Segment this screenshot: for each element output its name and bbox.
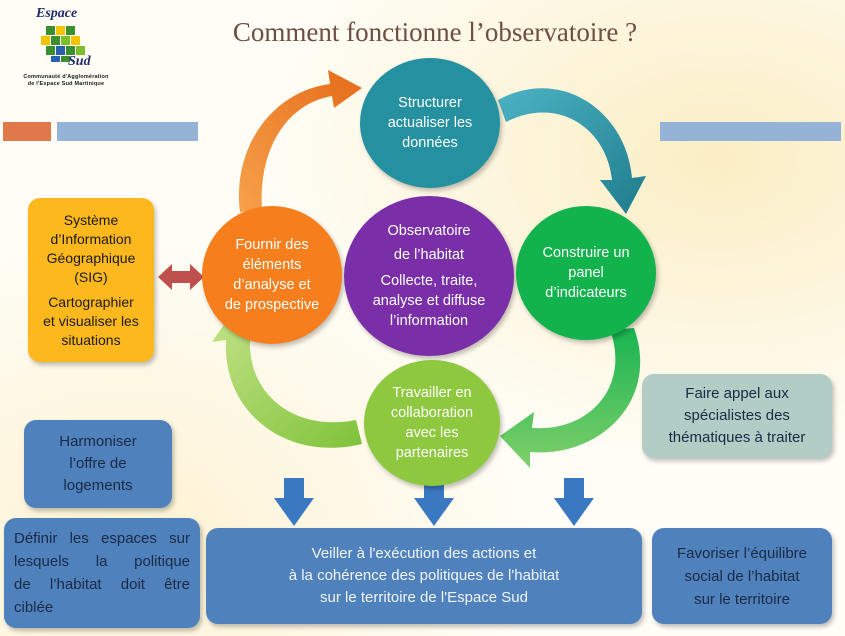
observatoire-line1: Collecte, traite, bbox=[380, 273, 478, 289]
observatoire-title1: Observatoire bbox=[387, 223, 471, 239]
veiller-line1: Veiller à l'exécution des actions et bbox=[311, 545, 537, 562]
definir-line4: ciblée bbox=[14, 599, 54, 616]
sig-line4: (SIG) bbox=[74, 268, 108, 285]
down-arrow-right bbox=[554, 478, 594, 526]
harmoniser-line3: logements bbox=[63, 477, 133, 494]
decor-bar-blue-right bbox=[660, 122, 841, 141]
harmoniser-box: Harmoniser l’offre de logements bbox=[24, 420, 172, 508]
arrow-right-to-bottom bbox=[500, 328, 641, 468]
construire-line3: d’indicateurs bbox=[545, 285, 627, 301]
logo-caption: Communauté d'Agglomération de l'Espace S… bbox=[6, 74, 126, 88]
sig-line3: Géographique bbox=[46, 249, 136, 266]
down-arrow-left bbox=[274, 478, 314, 526]
definir-line1: Définir les espaces sur bbox=[14, 530, 190, 547]
fournir-line2: éléments bbox=[242, 257, 302, 273]
definir-box: Définir les espaces sur lesquels la poli… bbox=[4, 518, 200, 628]
sig-line2: d’Information bbox=[50, 230, 132, 247]
down-arrow-center bbox=[414, 478, 454, 526]
specialistes-line1: Faire appel aux bbox=[685, 385, 789, 402]
specialistes-line2: spécialistes des bbox=[684, 407, 790, 424]
sig-line7: situations bbox=[61, 331, 121, 348]
harmoniser-line1: Harmoniser bbox=[59, 433, 137, 450]
arrow-top-to-right bbox=[498, 88, 646, 214]
travailler-line1: Travailler en bbox=[392, 385, 472, 401]
logo-word-top: Espace bbox=[36, 6, 78, 21]
veiller-box: Veiller à l'exécution des actions et à l… bbox=[206, 528, 642, 624]
circle-construire: Construire un panel d’indicateurs bbox=[516, 206, 656, 340]
structurer-line2: actualiser les bbox=[387, 115, 473, 131]
structurer-line1: Structurer bbox=[398, 95, 462, 111]
travailler-line3: avec les bbox=[405, 425, 459, 441]
sig-line1: Système bbox=[63, 211, 119, 228]
double-arrow bbox=[158, 264, 204, 290]
arrow-left-to-top bbox=[238, 70, 362, 212]
sig-line6: et visualiser les bbox=[43, 312, 139, 329]
observatoire-line2: analyse et diffuse bbox=[372, 293, 486, 309]
logo-caption-line2: de l'Espace Sud Martinique bbox=[27, 81, 105, 87]
decor-bar-orange bbox=[3, 122, 51, 141]
sig-line5: Cartographier bbox=[48, 293, 134, 310]
travailler-line4: partenaires bbox=[395, 445, 469, 461]
favoriser-line3: sur le territoire bbox=[694, 590, 790, 608]
fournir-line1: Fournir des bbox=[235, 237, 309, 253]
logo-caption-line1: Communauté d'Agglomération bbox=[23, 74, 109, 80]
specialistes-line3: thématiques à traiter bbox=[668, 429, 806, 446]
favoriser-line1: Favoriser l’équilibre bbox=[676, 544, 808, 562]
circle-travailler: Travailler en collaboration avec les par… bbox=[364, 360, 500, 486]
page-title: Comment fonctionne l’observatoire ? bbox=[232, 17, 638, 47]
espace-sud-logo: Espace Sud bbox=[8, 6, 116, 90]
sig-box: Système d’Information Géographique (SIG)… bbox=[28, 198, 154, 362]
logo-mosaic-icon bbox=[41, 26, 85, 62]
circle-fournir: Fournir des éléments d’analyse et de pro… bbox=[202, 206, 342, 344]
veiller-line3: sur le territoire de l'Espace Sud bbox=[320, 589, 528, 606]
observatoire-line3: l’information bbox=[389, 313, 469, 329]
construire-line2: panel bbox=[568, 265, 604, 281]
fournir-line4: de prospective bbox=[224, 297, 320, 313]
veiller-line2: à la cohérence des politiques de l'habit… bbox=[288, 567, 560, 584]
travailler-line2: collaboration bbox=[390, 405, 474, 421]
fournir-line3: d’analyse et bbox=[233, 277, 311, 293]
observatoire-title2: de l’habitat bbox=[393, 247, 465, 263]
logo-word-bottom: Sud bbox=[68, 54, 91, 69]
decor-bar-blue-left bbox=[57, 122, 198, 141]
construire-line1: Construire un bbox=[542, 245, 630, 261]
harmoniser-line2: l’offre de bbox=[69, 455, 127, 472]
favoriser-box: Favoriser l’équilibre social de l’habita… bbox=[652, 528, 832, 624]
favoriser-line2: social de l’habitat bbox=[684, 567, 800, 585]
structurer-line3: données bbox=[402, 135, 458, 151]
circle-structurer: Structurer actualiser les données bbox=[360, 58, 500, 188]
definir-line2: lesquels la politique bbox=[14, 553, 190, 570]
specialistes-box: Faire appel aux spécialistes des thémati… bbox=[642, 374, 832, 458]
circle-observatoire: Observatoire de l’habitat Collecte, trai… bbox=[344, 196, 514, 356]
definir-line3: de l’habitat doit être bbox=[14, 576, 190, 593]
